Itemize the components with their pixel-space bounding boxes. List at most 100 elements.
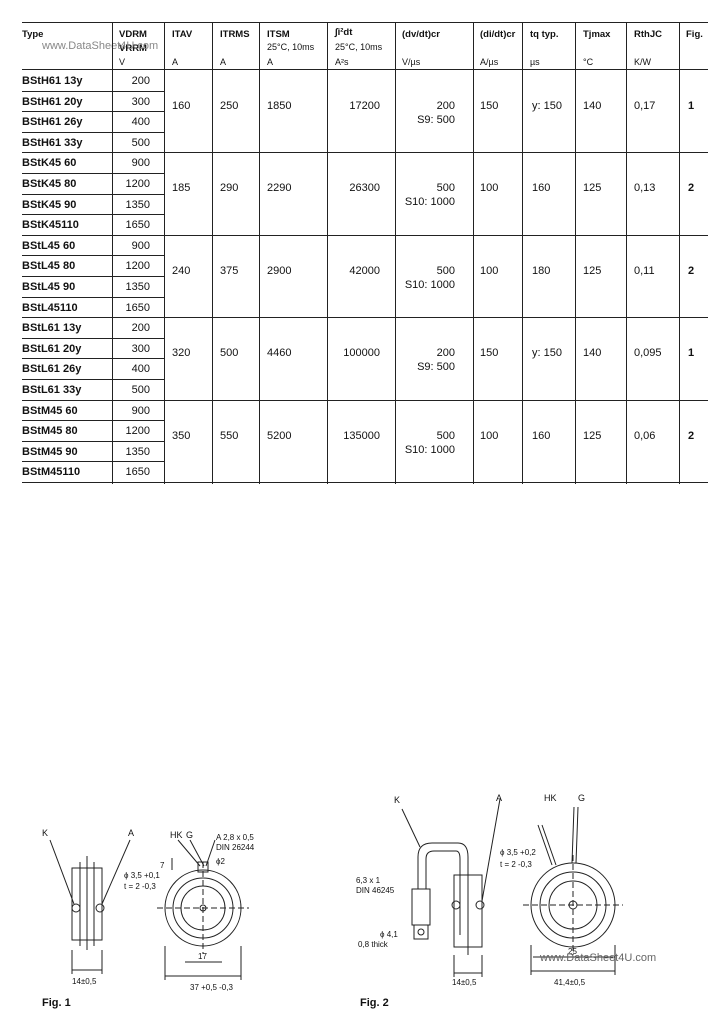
fig2-a-leader	[481, 798, 501, 902]
group-itsm: 2290	[267, 182, 292, 195]
fig2-k-cable	[417, 842, 469, 935]
group-tj: 140	[583, 99, 602, 112]
row-type: BStL45 60	[22, 239, 76, 252]
fig1-label-dim37: 37 +0,5 -0,3	[190, 983, 233, 992]
col-header-vdrm: VDRM	[119, 29, 147, 40]
col-rule	[164, 22, 165, 484]
col-rule	[473, 22, 474, 484]
row-voltage: 200	[131, 322, 150, 335]
row-rule	[22, 399, 164, 401]
unit-rth: K/W	[634, 57, 651, 67]
fig2-k-cable-inner	[425, 850, 461, 935]
group-rth: 0,095	[634, 347, 662, 360]
row-rule	[22, 152, 164, 154]
row-type: BStH61 20y	[22, 95, 83, 108]
group-itsm: 4460	[267, 347, 292, 360]
group-fig: 2	[688, 429, 695, 442]
group-dvdt: 200	[436, 347, 455, 360]
watermark-top: www.DataSheet4U.com	[42, 40, 159, 52]
fig1-label-d35: ϕ 3,5 +0,1	[124, 871, 160, 880]
col-header-rth: RthJC	[634, 29, 662, 40]
row-rule	[22, 482, 164, 483]
fig1-a-leader	[101, 839, 131, 905]
fig2-hk-lead	[541, 824, 557, 866]
fig2-label-g: G	[578, 793, 585, 803]
row-type: BStL45 90	[22, 281, 76, 293]
row-voltage: 1650	[125, 301, 150, 314]
row-type: BStH61 33y	[22, 136, 83, 149]
row-type: BStL61 26y	[22, 363, 82, 376]
col-rule	[112, 22, 113, 484]
unit-itrms: A	[220, 57, 227, 67]
col-rule	[212, 22, 213, 484]
group-rth: 0,13	[634, 182, 656, 195]
group-itrms: 375	[220, 264, 239, 277]
watermark-bottom: www.DataSheet4U.com	[540, 952, 657, 964]
row-rule	[22, 131, 164, 133]
col-rule	[259, 22, 260, 484]
fig2-label-thick: 0,8 thick	[358, 940, 389, 949]
group-tj: 125	[583, 182, 602, 195]
group-rth: 0,06	[634, 429, 656, 442]
group-itrms: 290	[220, 182, 239, 195]
unit-dvdt: V/µs	[402, 57, 421, 67]
col-header-dvdt: (dv/dt)cr	[402, 29, 440, 40]
group-itrms: 250	[220, 99, 239, 112]
group-rule	[164, 399, 708, 401]
col-header-i2dt: ∫i²dt	[335, 27, 353, 38]
group-tj: 125	[583, 429, 602, 442]
group-tq: 160	[532, 429, 551, 442]
row-voltage: 1200	[125, 260, 150, 273]
row-rule	[22, 317, 164, 319]
group-dvdt-alt: S9: 500	[417, 361, 455, 374]
group-tq: y: 150	[532, 99, 562, 112]
row-type: BStL61 13y	[22, 322, 82, 335]
group-didt: 150	[480, 99, 499, 112]
fig1-hk-leader	[177, 839, 201, 867]
group-fig: 1	[688, 99, 695, 112]
fig1-k-leader	[49, 839, 75, 905]
row-voltage: 900	[131, 404, 150, 417]
row-voltage: 1200	[125, 425, 150, 438]
fig2-g-lead	[571, 806, 575, 864]
unit-itsm: A	[267, 57, 274, 67]
row-type: BStL61 33y	[22, 384, 82, 396]
group-rule	[164, 317, 708, 319]
fig2-hk-lead	[537, 824, 553, 866]
row-voltage: 1350	[125, 445, 150, 458]
col-header-tjmax: Tjmax	[583, 29, 611, 40]
row-voltage: 500	[131, 136, 150, 149]
fig2-label-dim25: 25	[568, 947, 577, 956]
fig2-k-pin	[451, 900, 461, 910]
group-rth: 0,11	[634, 264, 655, 277]
group-dvdt-alt: S9: 500	[417, 113, 455, 126]
row-type: BStH61 26y	[22, 116, 83, 129]
group-dvdt-alt: S10: 1000	[404, 278, 455, 291]
group-didt: 150	[480, 347, 499, 360]
row-voltage: 300	[131, 95, 150, 108]
row-rule	[22, 337, 164, 339]
fig1-label-dim14: 14±0,5	[72, 977, 97, 986]
group-dvdt-alt: S10: 1000	[404, 196, 455, 209]
row-type: BStM45 60	[22, 404, 78, 417]
fig1-label-d2: ϕ2	[216, 857, 225, 866]
fig1-g-leader	[189, 839, 205, 867]
row-voltage: 400	[131, 116, 150, 129]
group-dvdt: 500	[436, 264, 455, 277]
row-rule	[22, 214, 164, 216]
row-rule	[22, 255, 164, 257]
row-type: BStK45 60	[22, 157, 77, 170]
unit-itav: A	[172, 57, 179, 67]
col-header-itsm: ITSM	[267, 29, 290, 40]
group-rth: 0,17	[634, 99, 656, 112]
row-rule	[22, 461, 164, 463]
group-itav: 240	[172, 264, 191, 277]
unit-i2dt: A²s	[335, 57, 349, 67]
row-voltage: 400	[131, 363, 150, 376]
row-rule	[22, 173, 164, 174]
fig1-label-g: G	[186, 830, 193, 840]
col-header-itrms: ITRMS	[220, 29, 250, 40]
col-rule	[626, 22, 627, 484]
col-header-i2dt-cond: 25°C, 10ms	[335, 42, 383, 52]
group-rule	[164, 152, 708, 154]
